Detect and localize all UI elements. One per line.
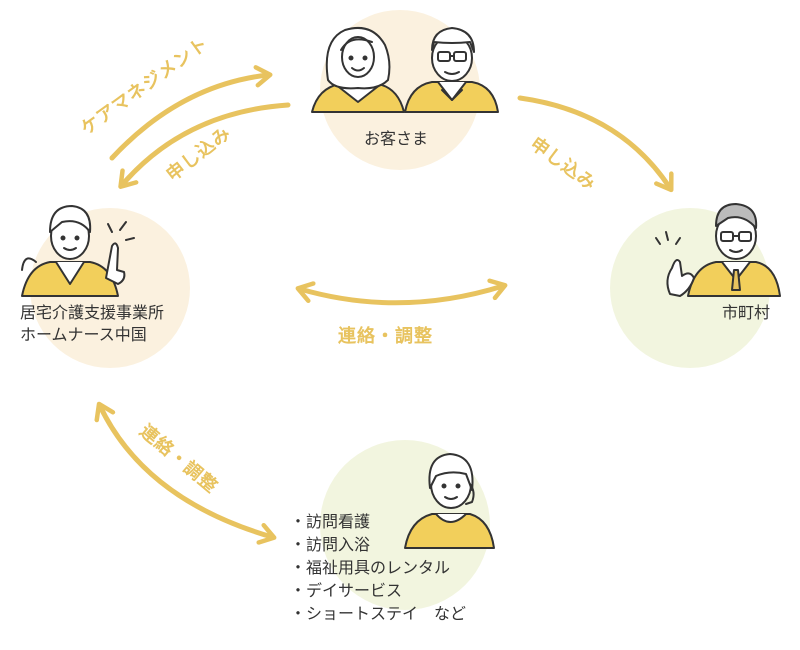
service-item-short-stay: ショートステイ など (290, 602, 466, 625)
contact-horizontal-arrow-label: 連絡・調整 (338, 326, 433, 347)
elderly-man-icon (404, 27, 499, 113)
service-item-equipment-rental: 福祉用具のレンタル (290, 556, 466, 579)
elderly-woman-icon (311, 26, 405, 113)
service-item-day-service: デイサービス (290, 579, 466, 602)
care-office-label: 居宅介護支援事業所 ホームナース中国 (20, 302, 164, 346)
service-item-visiting-nursing: 訪問看護 (290, 510, 466, 533)
service-item-visiting-bath: 訪問入浴 (290, 533, 466, 556)
apply-to-office-arrow (118, 102, 291, 189)
care-management-arrow (109, 65, 273, 161)
care-manager-icon (21, 205, 135, 297)
apply-to-city-arrow (517, 95, 674, 193)
contact-horizontal-arrow (295, 278, 508, 306)
officer-icon (655, 203, 781, 297)
contact-diagonal-arrow (94, 401, 277, 545)
municipality-label: 市町村 (722, 303, 771, 322)
customer-label: お客さま (364, 129, 429, 148)
care-office-name-line2: ホームナース中国 (20, 325, 147, 344)
care-office-name-line1: 居宅介護支援事業所 (20, 303, 165, 322)
services-list: 訪問看護 訪問入浴 福祉用具のレンタル デイサービス ショートステイ など (290, 510, 466, 625)
